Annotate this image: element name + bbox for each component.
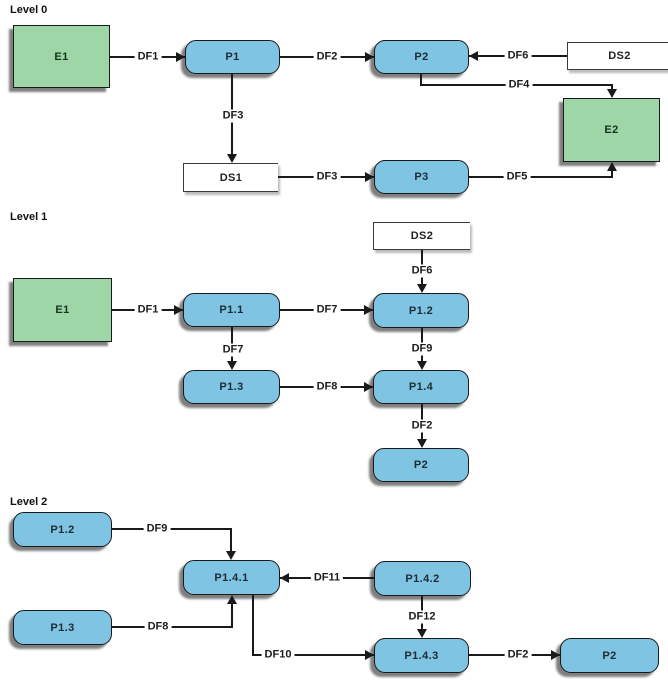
level0-node-ds2: DS2 — [567, 42, 668, 70]
flow-line — [252, 595, 254, 656]
level2-flow-label-df11: DF11 — [310, 571, 344, 585]
level1-node-p1-2: P1.2 — [373, 293, 469, 328]
flow-line — [230, 528, 232, 553]
level1-title: Level 1 — [10, 211, 48, 223]
arrowhead-right — [176, 52, 185, 62]
arrowhead-down — [417, 439, 427, 448]
flow-line — [252, 654, 374, 656]
node-label: P3 — [414, 171, 429, 183]
flow-line — [231, 601, 233, 627]
level1-node-p2: P2 — [373, 448, 469, 482]
level2-flow-label-df10: DF10 — [261, 648, 295, 662]
arrowhead-left — [280, 573, 289, 583]
level1-node-e1: E1 — [13, 278, 112, 342]
level0-flow-label-df4: DF4 — [505, 78, 533, 92]
level0-node-e2: E2 — [563, 98, 660, 162]
level2-flow-label-df2: DF2 — [504, 648, 532, 662]
node-label: P1.4 — [408, 381, 434, 393]
arrowhead-left — [469, 51, 478, 61]
arrowhead-right — [365, 172, 374, 182]
level2-node-p1-4-3: P1.4.3 — [374, 638, 469, 673]
arrowhead-right — [365, 650, 374, 660]
arrowhead-down — [227, 154, 237, 163]
flow-line — [420, 74, 422, 86]
level0-flow-label-df3v: DF3 — [219, 109, 247, 123]
arrowhead-right — [174, 305, 183, 315]
level0-flow-label-df6: DF6 — [504, 49, 532, 63]
arrowhead-up — [607, 162, 617, 171]
level0-node-ds1: DS1 — [183, 163, 278, 192]
level1-flow-label-df8: DF8 — [313, 380, 341, 394]
node-label: P1.4.1 — [214, 571, 249, 584]
level0-flow-label-df5: DF5 — [503, 170, 531, 184]
level2-node-p1-4-2: P1.4.2 — [374, 561, 471, 596]
node-label: P1.3 — [219, 381, 244, 393]
level0-title: Level 0 — [10, 4, 48, 16]
flow-line — [469, 176, 613, 178]
arrowhead-right — [551, 650, 560, 660]
node-label: P2 — [413, 459, 429, 471]
level0-flow-label-df2: DF2 — [313, 50, 341, 64]
arrowhead-down — [607, 89, 617, 98]
level1-node-p1-4: P1.4 — [373, 370, 469, 404]
level2-flow-label-df8: DF8 — [144, 620, 172, 634]
node-label: P1.1 — [219, 304, 244, 316]
level0-flow-label-df1: DF1 — [134, 50, 162, 64]
arrowhead-up — [227, 595, 237, 604]
level1-flow-label-df2: DF2 — [408, 419, 436, 433]
level0-node-p1: P1 — [185, 40, 280, 74]
node-label: P1 — [225, 51, 240, 63]
node-label: DS2 — [608, 50, 631, 62]
arrowhead-down — [417, 284, 427, 293]
node-label: P1.2 — [50, 523, 75, 536]
arrowhead-right — [364, 305, 373, 315]
arrowhead-right — [364, 382, 373, 392]
arrowhead-down — [417, 629, 427, 638]
node-label: P1.4.3 — [404, 649, 439, 662]
node-label: DS1 — [219, 171, 243, 184]
flow-line — [611, 168, 613, 178]
flow-line — [112, 626, 233, 628]
level1-flow-label-df6: DF6 — [408, 264, 436, 278]
arrowhead-down — [417, 361, 427, 370]
flow-line — [611, 84, 613, 93]
node-label: P1.2 — [408, 304, 434, 317]
node-label: E1 — [55, 304, 70, 316]
level1-node-ds2: DS2 — [373, 222, 470, 250]
arrowhead-down — [227, 361, 237, 370]
node-label: E1 — [54, 50, 69, 63]
level1-flow-label-df7v: DF7 — [219, 343, 247, 357]
flow-line — [112, 528, 232, 530]
level1-node-p1-3: P1.3 — [183, 370, 280, 404]
arrowhead-right — [365, 52, 374, 62]
node-label: P2 — [602, 649, 617, 662]
node-label: DS2 — [410, 230, 434, 242]
level2-node-p1-3: P1.3 — [13, 610, 112, 645]
level2-node-p1-2: P1.2 — [13, 512, 112, 547]
level1-flow-label-df7h: DF7 — [313, 303, 341, 317]
arrowhead-down — [226, 551, 236, 560]
level1-flow-label-df9: DF9 — [408, 342, 436, 356]
node-label: P1.3 — [50, 621, 75, 634]
level1-node-p1-1: P1.1 — [183, 293, 280, 327]
level2-node-p2: P2 — [560, 638, 659, 673]
level0-node-e1: E1 — [13, 25, 110, 88]
level2-flow-label-df9: DF9 — [143, 522, 171, 536]
level2-title: Level 2 — [10, 496, 48, 508]
level2-node-p1-4-1: P1.4.1 — [183, 560, 280, 595]
node-label: E2 — [604, 124, 619, 136]
level1-flow-label-df1: DF1 — [134, 303, 162, 317]
node-label: P1.4.2 — [405, 572, 440, 585]
level2-flow-label-df12: DF12 — [405, 610, 439, 624]
node-label: P2 — [414, 51, 429, 63]
level0-node-p3: P3 — [374, 160, 469, 194]
level0-node-p2: P2 — [374, 40, 469, 74]
level0-flow-label-df3h: DF3 — [313, 170, 341, 184]
